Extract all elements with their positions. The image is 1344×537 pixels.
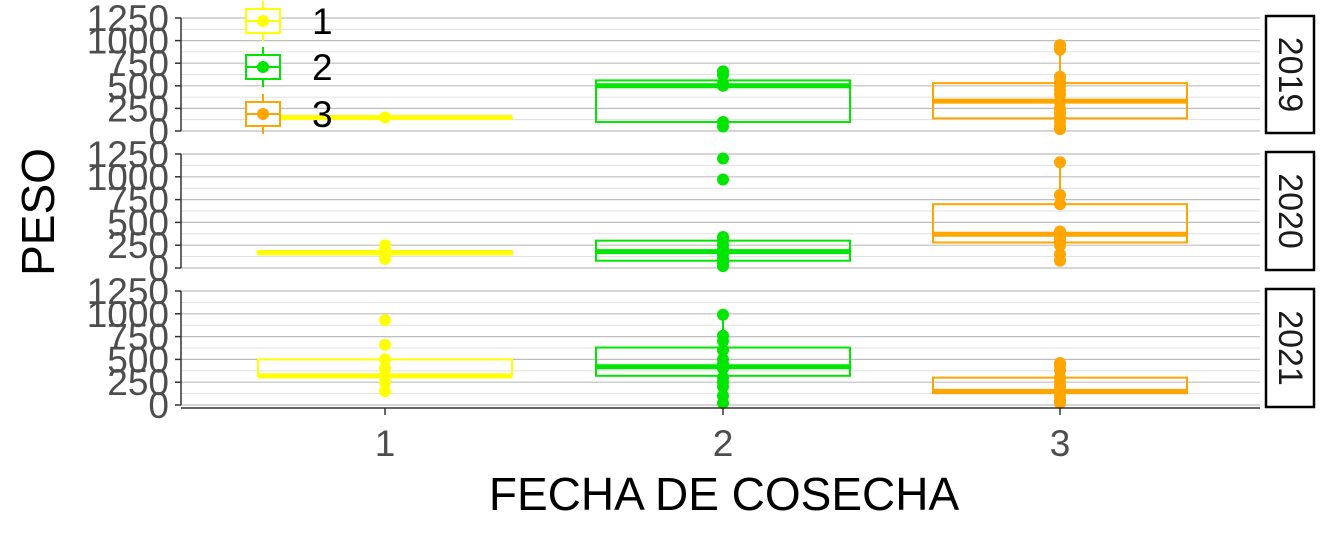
data-point (1054, 39, 1066, 52)
data-point (1054, 189, 1066, 202)
data-point (717, 329, 729, 342)
data-point (717, 152, 729, 165)
y-tick-label: 0 (148, 385, 169, 426)
data-point (379, 353, 391, 366)
y-tick-label: 0 (148, 248, 169, 289)
facet-strip (1264, 150, 1316, 272)
legend-key-point (257, 61, 269, 73)
y-tick-label: 1000 (87, 157, 169, 198)
data-point (717, 389, 729, 402)
facet-strip-label: 2019 (1271, 37, 1309, 113)
data-point (379, 338, 391, 351)
facet-strip-label: 2021 (1271, 310, 1309, 386)
legend-label: 2 (312, 47, 333, 88)
y-tick-label: 500 (107, 66, 169, 107)
legend-label: 3 (312, 94, 333, 135)
data-point (379, 362, 391, 375)
y-tick-label: 750 (107, 43, 169, 84)
facet-strip (1264, 287, 1316, 409)
y-tick-label: 500 (107, 202, 169, 243)
data-point (717, 115, 729, 128)
facet-strip-label: 2020 (1271, 173, 1309, 249)
y-tick-label: 250 (107, 225, 169, 266)
y-tick-label: 1250 (87, 0, 169, 39)
x-axis-title: FECHA DE COSECHA (489, 468, 960, 520)
data-point (1054, 198, 1066, 211)
data-point (717, 173, 729, 186)
legend-label: 1 (312, 1, 333, 42)
data-point (1054, 248, 1066, 261)
y-tick-label: 0 (148, 111, 169, 152)
y-tick-label: 500 (107, 339, 169, 380)
y-tick-label: 1250 (87, 134, 169, 175)
y-tick-label: 1000 (87, 294, 169, 335)
legend-key-point (257, 108, 269, 120)
y-tick-label: 750 (107, 180, 169, 221)
legend-key-point (257, 15, 269, 27)
data-point (379, 314, 391, 327)
data-point (717, 308, 729, 321)
data-point (1054, 156, 1066, 169)
data-point (717, 230, 729, 243)
y-tick-label: 250 (107, 362, 169, 403)
data-point (379, 239, 391, 252)
data-point (717, 371, 729, 384)
panels-layer: 0250500750100012502019025050075010001250… (87, 0, 1316, 464)
y-tick-label: 250 (107, 88, 169, 129)
y-axis-title: PESO (12, 148, 64, 276)
x-tick-label: 1 (375, 423, 396, 464)
y-tick-label: 1250 (87, 271, 169, 312)
legend: 1 2 3 (245, 1, 333, 135)
data-point (1054, 357, 1066, 370)
x-tick-label: 3 (1050, 423, 1071, 464)
data-point (717, 344, 729, 357)
facet-strip (1264, 14, 1316, 135)
y-tick-label: 750 (107, 317, 169, 358)
data-point (1054, 225, 1066, 238)
data-point (379, 385, 391, 398)
data-point (379, 111, 391, 124)
x-tick-label: 2 (713, 423, 734, 464)
data-point (717, 77, 729, 90)
data-point (717, 65, 729, 78)
y-tick-label: 1000 (87, 21, 169, 62)
data-point (717, 353, 729, 366)
data-point (1054, 70, 1066, 83)
